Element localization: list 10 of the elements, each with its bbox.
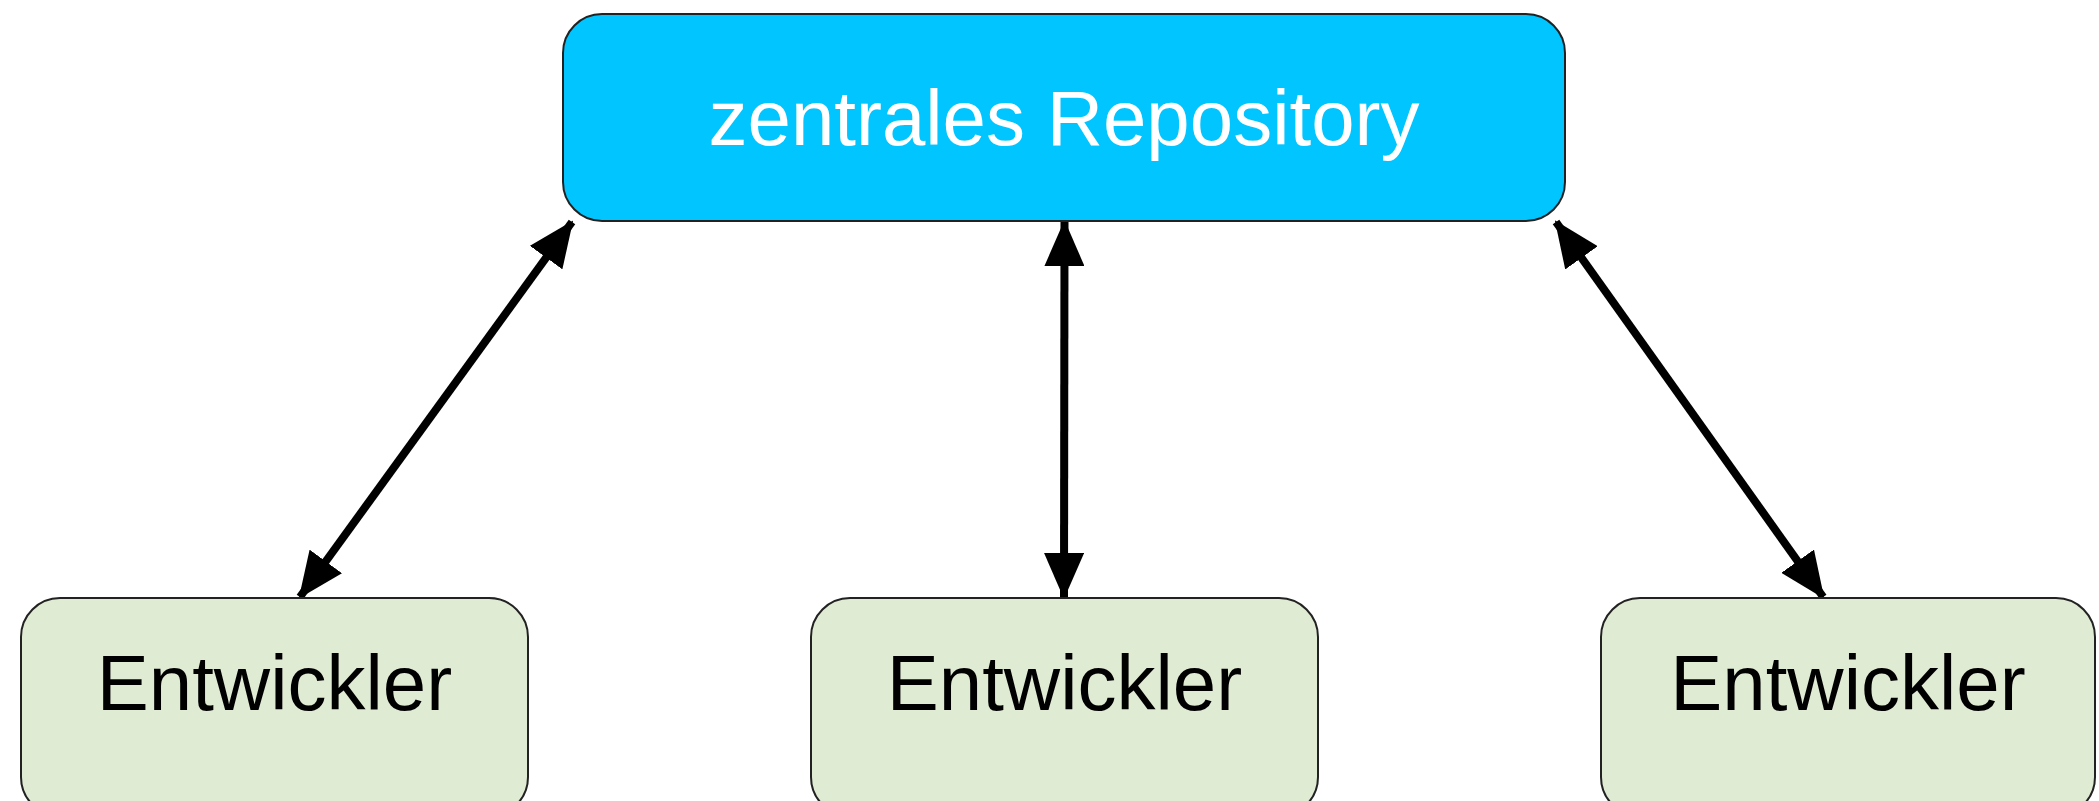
double-arrow	[296, 219, 576, 600]
rounded-box	[810, 597, 1319, 801]
double-arrow	[1552, 219, 1827, 600]
box-label: Entwickler	[96, 644, 453, 722]
rounded-box	[562, 13, 1566, 222]
box-label: Entwickler	[886, 644, 1243, 722]
rounded-box	[1600, 597, 2096, 801]
double-arrow	[1044, 220, 1085, 599]
box-label: Entwickler	[1670, 644, 2026, 722]
rounded-box	[20, 597, 529, 801]
